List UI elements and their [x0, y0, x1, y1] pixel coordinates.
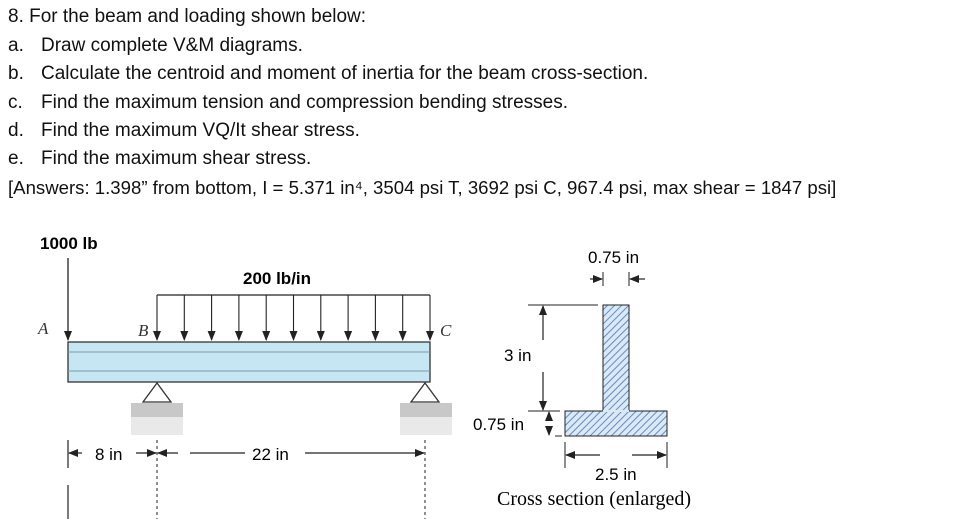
item-a-letter: a. — [8, 35, 24, 56]
cross-section — [564, 304, 668, 437]
distributed-load: 200 lb/in — [153, 269, 434, 341]
item-a-text: Draw complete V&M diagrams. — [41, 35, 303, 56]
item-d: d. Find the maximum VQ/It shear stress. — [8, 120, 360, 142]
dimension-lines: 8 in 22 in — [67, 440, 426, 519]
item-c: c. Find the maximum tension and compressi… — [8, 92, 568, 114]
point-load-label: 1000 lb — [40, 234, 98, 253]
item-b: b. Calculate the centroid and moment of i… — [8, 63, 648, 85]
flange-width-label: 2.5 in — [595, 465, 637, 484]
item-b-text: Calculate the centroid and moment of ine… — [41, 63, 649, 84]
item-e: e. Find the maximum shear stress. — [8, 148, 311, 170]
distributed-load-label: 200 lb/in — [243, 269, 311, 288]
item-e-text: Find the maximum shear stress. — [41, 148, 312, 169]
point-c-label: C — [440, 321, 452, 340]
item-d-letter: d. — [8, 120, 24, 141]
support-c — [400, 381, 452, 435]
item-a: a. Draw complete V&M diagrams. — [8, 35, 303, 57]
item-e-letter: e. — [8, 148, 24, 169]
dim-main-label: 22 in — [252, 445, 289, 464]
web-width-label: 0.75 in — [588, 248, 639, 267]
cross-section-dimensions: 0.75 in 3 in 0.75 in 2.5 in Cross sectio… — [473, 248, 691, 510]
point-a-label: A — [37, 319, 49, 338]
dim-left-label: 8 in — [95, 445, 122, 464]
distributed-load-arrows — [153, 295, 434, 341]
point-b-label: B — [138, 321, 149, 340]
web-height-label: 3 in — [504, 346, 531, 365]
item-d-text: Find the maximum VQ/It shear stress. — [41, 120, 360, 141]
support-b — [131, 381, 183, 435]
point-load: 1000 lb — [40, 234, 98, 341]
beam — [67, 341, 431, 383]
problem-title: 8. For the beam and loading shown below: — [8, 6, 367, 27]
item-b-letter: b. — [8, 63, 24, 84]
item-c-letter: c. — [8, 92, 23, 113]
answers-line: [Answers: 1.398” from bottom, I = 5.371 … — [8, 177, 837, 198]
item-c-text: Find the maximum tension and compression… — [41, 92, 568, 113]
cross-section-caption: Cross section (enlarged) — [497, 488, 691, 510]
flange-height-label: 0.75 in — [473, 415, 524, 434]
